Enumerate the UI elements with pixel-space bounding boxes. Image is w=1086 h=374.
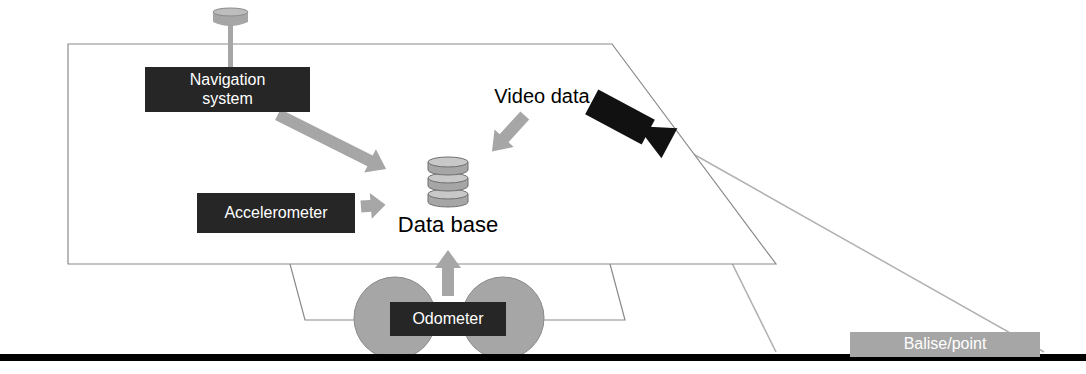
node-text: Data base xyxy=(398,212,498,237)
balise-box: Balise/point xyxy=(850,332,1040,357)
node-text: Balise/point xyxy=(904,335,987,353)
sensor-box: Accelerometer xyxy=(197,193,355,233)
data-flow-arrow xyxy=(435,250,461,296)
disk-top xyxy=(428,157,468,167)
camera-lens xyxy=(639,116,678,158)
node-text: Video data xyxy=(494,85,589,108)
navigation-box: Navigation system xyxy=(145,67,310,112)
odometer-box: Odometer xyxy=(390,302,506,336)
camera xyxy=(584,87,678,158)
antenna-dish xyxy=(213,8,248,16)
train-body xyxy=(68,44,776,264)
data-flow-arrow xyxy=(275,109,386,172)
video-label: Video data xyxy=(488,82,596,111)
node-text: Accelerometer xyxy=(224,204,327,222)
data-flow-arrow xyxy=(492,111,529,151)
database-icon xyxy=(424,156,472,210)
database-node: Data base xyxy=(392,156,505,244)
node-text: Odometer xyxy=(412,310,483,328)
camera-body xyxy=(585,90,655,145)
antenna-mast xyxy=(228,24,233,68)
data-flow-arrow xyxy=(361,193,386,219)
node-text: Navigation system xyxy=(173,71,283,108)
